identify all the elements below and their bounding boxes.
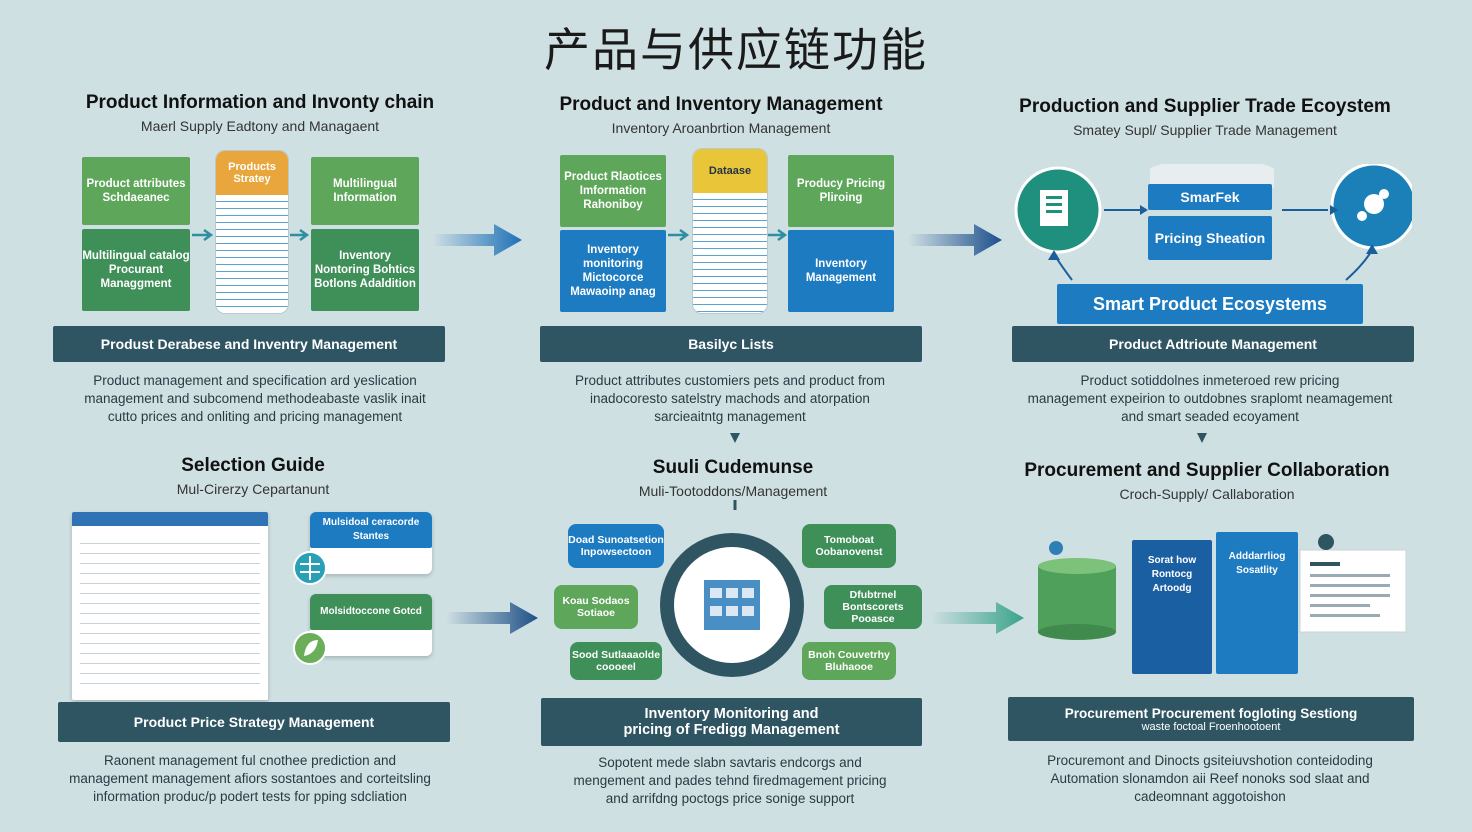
panel-multi-distribution: Suuli Cudemunse Muli-Tootoddons/Manageme… [518, 457, 948, 499]
flow-arrow-icon [930, 602, 1024, 634]
hub-node: Doad Sunoatsetion Inpowsectoon [568, 524, 664, 568]
panel-description: Product management and specification ard… [84, 373, 426, 424]
arrow-right-icon [668, 228, 690, 242]
arrow-right-icon [192, 228, 214, 242]
book-right-icon: Adddarrliog Sosatlity [1216, 532, 1298, 674]
inventory-monitoring-box: Inventory monitoring Mictocorce Mawaoinp… [560, 230, 666, 312]
arrow-right-icon [768, 228, 788, 242]
panel-label-bar: Produst Derabese and Inventry Management [53, 326, 445, 362]
leaf-icon [293, 631, 327, 665]
multilingual-box: Multilingual Information [311, 157, 419, 225]
arrow-right-icon [290, 228, 310, 242]
hub-node: Tomoboat Oobanovenst [802, 524, 896, 568]
panel-subheading: Croch-Supply/ Callaboration [1119, 486, 1295, 502]
hub-node: Bnoh Couvetrhy Bluhaooe [802, 642, 896, 680]
selection-card: Molsidtoccone Gotcd [310, 594, 432, 656]
selection-card: Mulsidoal ceracorde Stantes [310, 512, 432, 574]
panel-subheading: Maerl Supply Eadtony and Managaent [140, 118, 380, 134]
panel-description: Procuremont and Dinocts gsiteiuvshotion … [1047, 753, 1373, 804]
pricing-selection-chip: Pricing Sheation [1148, 216, 1272, 260]
panel-procurement: Procurement and Supplier Collaboration C… [992, 460, 1422, 502]
database-cylinder-icon: Dataase [692, 148, 768, 314]
hub-diagram [660, 500, 804, 677]
panel-description: Product sotiddolnes inmeteroed rew prici… [1027, 373, 1393, 424]
spreadsheet-window [72, 512, 268, 700]
panel-heading: Production and Supplier Trade Ecoystem [1019, 96, 1391, 117]
panel-heading: Suuli Cudemunse [652, 457, 814, 478]
panel-subheading: Mul-Cirerzy Cepartanunt [176, 481, 330, 497]
book-left-icon: Sorat how Rontocg Artoodg [1132, 540, 1212, 674]
inventory-management-box: Inventory Management [788, 230, 894, 312]
smart-ecosystem-banner: Smart Product Ecosystems [1057, 284, 1363, 324]
panel-description: Product attributes customiers pets and p… [575, 373, 885, 424]
hub-node: Dfubtrnel Bontscorets Pooasce [824, 585, 922, 629]
panel-label-bar: Basilyc Lists [540, 326, 922, 362]
hub-node: Sood Sutlaaaolde coooeel [570, 642, 662, 680]
panel-product-information: Product Information and Invonty chain Ma… [45, 92, 475, 134]
card-label: Mulsidoal ceracorde Stantes [310, 512, 432, 548]
panel-description: Sopotent mede slabn savtaris endcorgs an… [573, 755, 887, 806]
panel-description: Raonent management ful cnothee predictio… [69, 753, 431, 804]
pricing-box: Producy Pricing Pliroing [788, 155, 894, 227]
panel-production-supplier: Production and Supplier Trade Ecoystem S… [990, 96, 1420, 138]
panel-product-inventory: Product and Inventory Management Invento… [506, 94, 936, 136]
arrow-down-icon [730, 433, 740, 443]
panel-subheading: Muli-Tootoddons/Management [638, 483, 828, 499]
cylinder-label: Products Stratey [216, 151, 288, 195]
panel-selection-guide: Selection Guide Mul-Cirerzy Cepartanunt [38, 455, 468, 497]
ecosystem-diagram [1014, 164, 1412, 281]
panel-heading: Product Information and Invonty chain [85, 92, 435, 113]
card-label: Molsidtoccone Gotcd [310, 594, 432, 630]
network-icon [293, 551, 327, 585]
panel-label-bar: Product Price Strategy Management [58, 702, 450, 742]
attributes-box: Product attributes Schdaeanec [82, 157, 190, 225]
panel-label-bar: Product Adtrioute Management [1012, 326, 1414, 362]
product-attributes-box: Product Rlaotices Imformation Rahoniboy [560, 155, 666, 227]
database-cylinder-icon: Products Stratey [215, 150, 289, 314]
inventory-box: Inventory Nontoring Bohtics Botlons Adal… [311, 229, 419, 311]
flow-arrow-icon [908, 224, 1002, 256]
page-title: 产品与供应链功能 [544, 23, 928, 77]
hub-node: Koau Sodaos Sotiaoe [554, 585, 638, 629]
panel-label-bar: Procurement Procurement fogloting Sestio… [1008, 697, 1414, 741]
panel-subheading: Inventory Aroanbrtion Management [611, 120, 831, 136]
panel-heading: Product and Inventory Management [559, 94, 883, 115]
panel-heading: Procurement and Supplier Collaboration [1024, 460, 1390, 481]
panel-heading: Selection Guide [181, 455, 325, 476]
cylinder-label: Dataase [693, 149, 767, 193]
catalog-box: Multilingual catalog Procurant Managgmen… [82, 229, 190, 311]
procurement-illustration [1038, 534, 1407, 640]
smart-feature-chip: SmarFek [1148, 184, 1272, 210]
panel-subheading: Smatey Supl/ Supplier Trade Management [1073, 122, 1337, 138]
flow-arrow-icon [446, 602, 538, 634]
arrow-down-icon [1197, 433, 1207, 443]
flow-arrow-icon [432, 224, 522, 256]
